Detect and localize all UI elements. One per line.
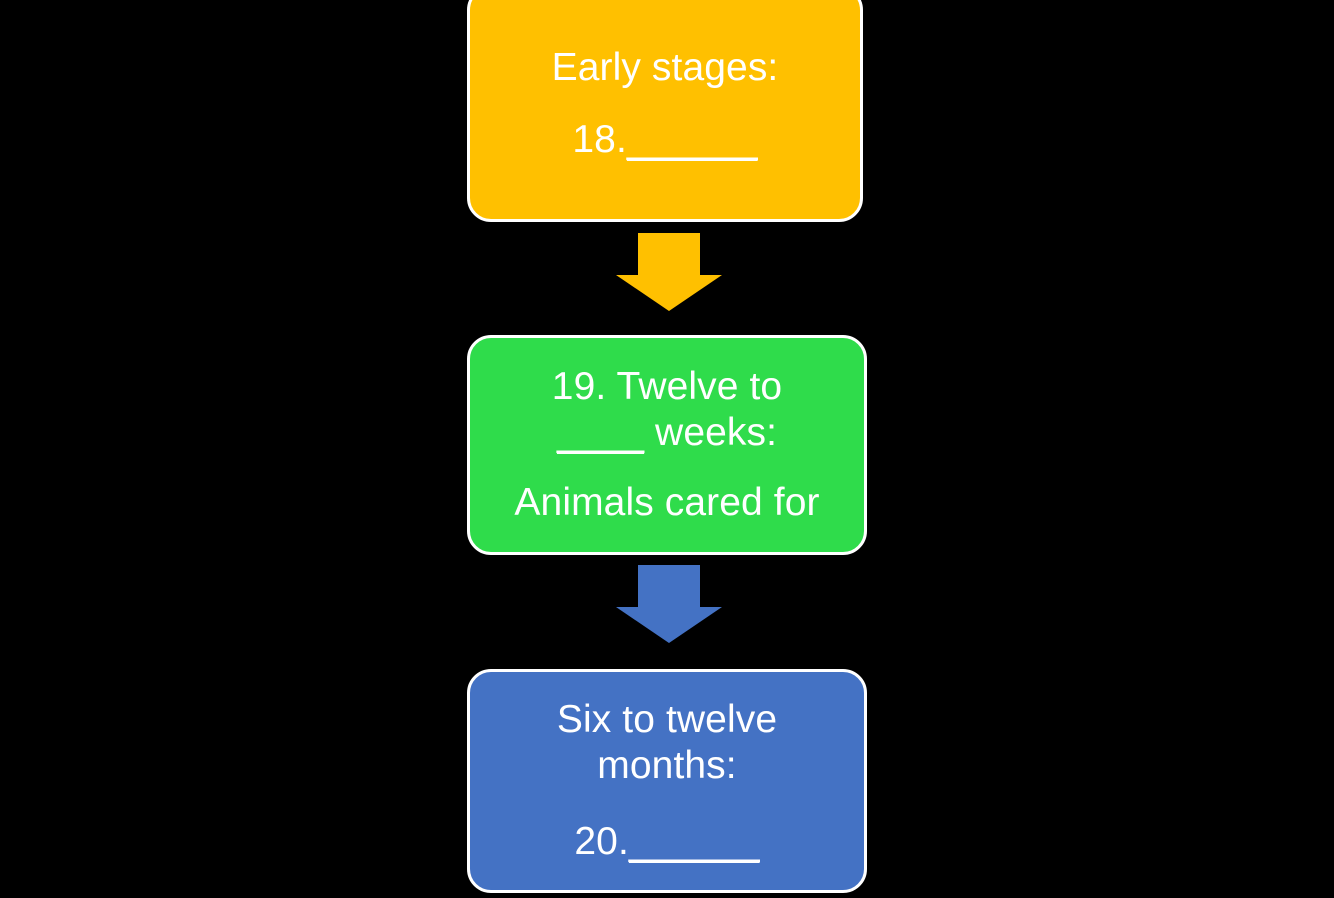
node-early-stages-answer-line: 18.______ — [572, 117, 757, 163]
node-six-to-twelve-months-heading-line-2: months: — [597, 743, 737, 787]
node-early-stages[interactable]: Early stages: 18.______ — [467, 0, 863, 222]
arrow-weeks-to-months-icon — [616, 565, 722, 643]
node-six-to-twelve-months-number: 20. — [574, 820, 629, 863]
node-twelve-to-weeks-heading-part-1: 19. Twelve to — [551, 364, 783, 408]
arrow-early-to-weeks-icon — [616, 233, 722, 311]
node-six-to-twelve-months[interactable]: Six to twelve months: 20.______ — [467, 669, 867, 893]
node-twelve-to-weeks-heading-block: 19. Twelve to ____ weeks: — [507, 364, 827, 456]
node-twelve-to-weeks-heading-part-2: weeks: — [644, 410, 778, 454]
node-six-to-twelve-months-heading-line-1: Six to twelve — [556, 697, 778, 741]
node-early-stages-heading: Early stages: — [551, 45, 779, 89]
node-twelve-to-weeks[interactable]: 19. Twelve to ____ weeks: Animals cared … — [467, 335, 867, 555]
node-early-stages-number: 18. — [572, 118, 627, 161]
node-early-stages-blank[interactable]: ______ — [626, 118, 758, 161]
node-twelve-to-weeks-detail: Animals cared for — [514, 481, 820, 524]
node-twelve-to-weeks-heading: 19. Twelve to ____ weeks: — [507, 364, 827, 456]
node-six-to-twelve-months-answer-line: 20.______ — [574, 819, 759, 865]
node-twelve-to-weeks-blank[interactable]: ____ — [556, 410, 645, 454]
node-six-to-twelve-months-blank[interactable]: ______ — [628, 820, 760, 863]
